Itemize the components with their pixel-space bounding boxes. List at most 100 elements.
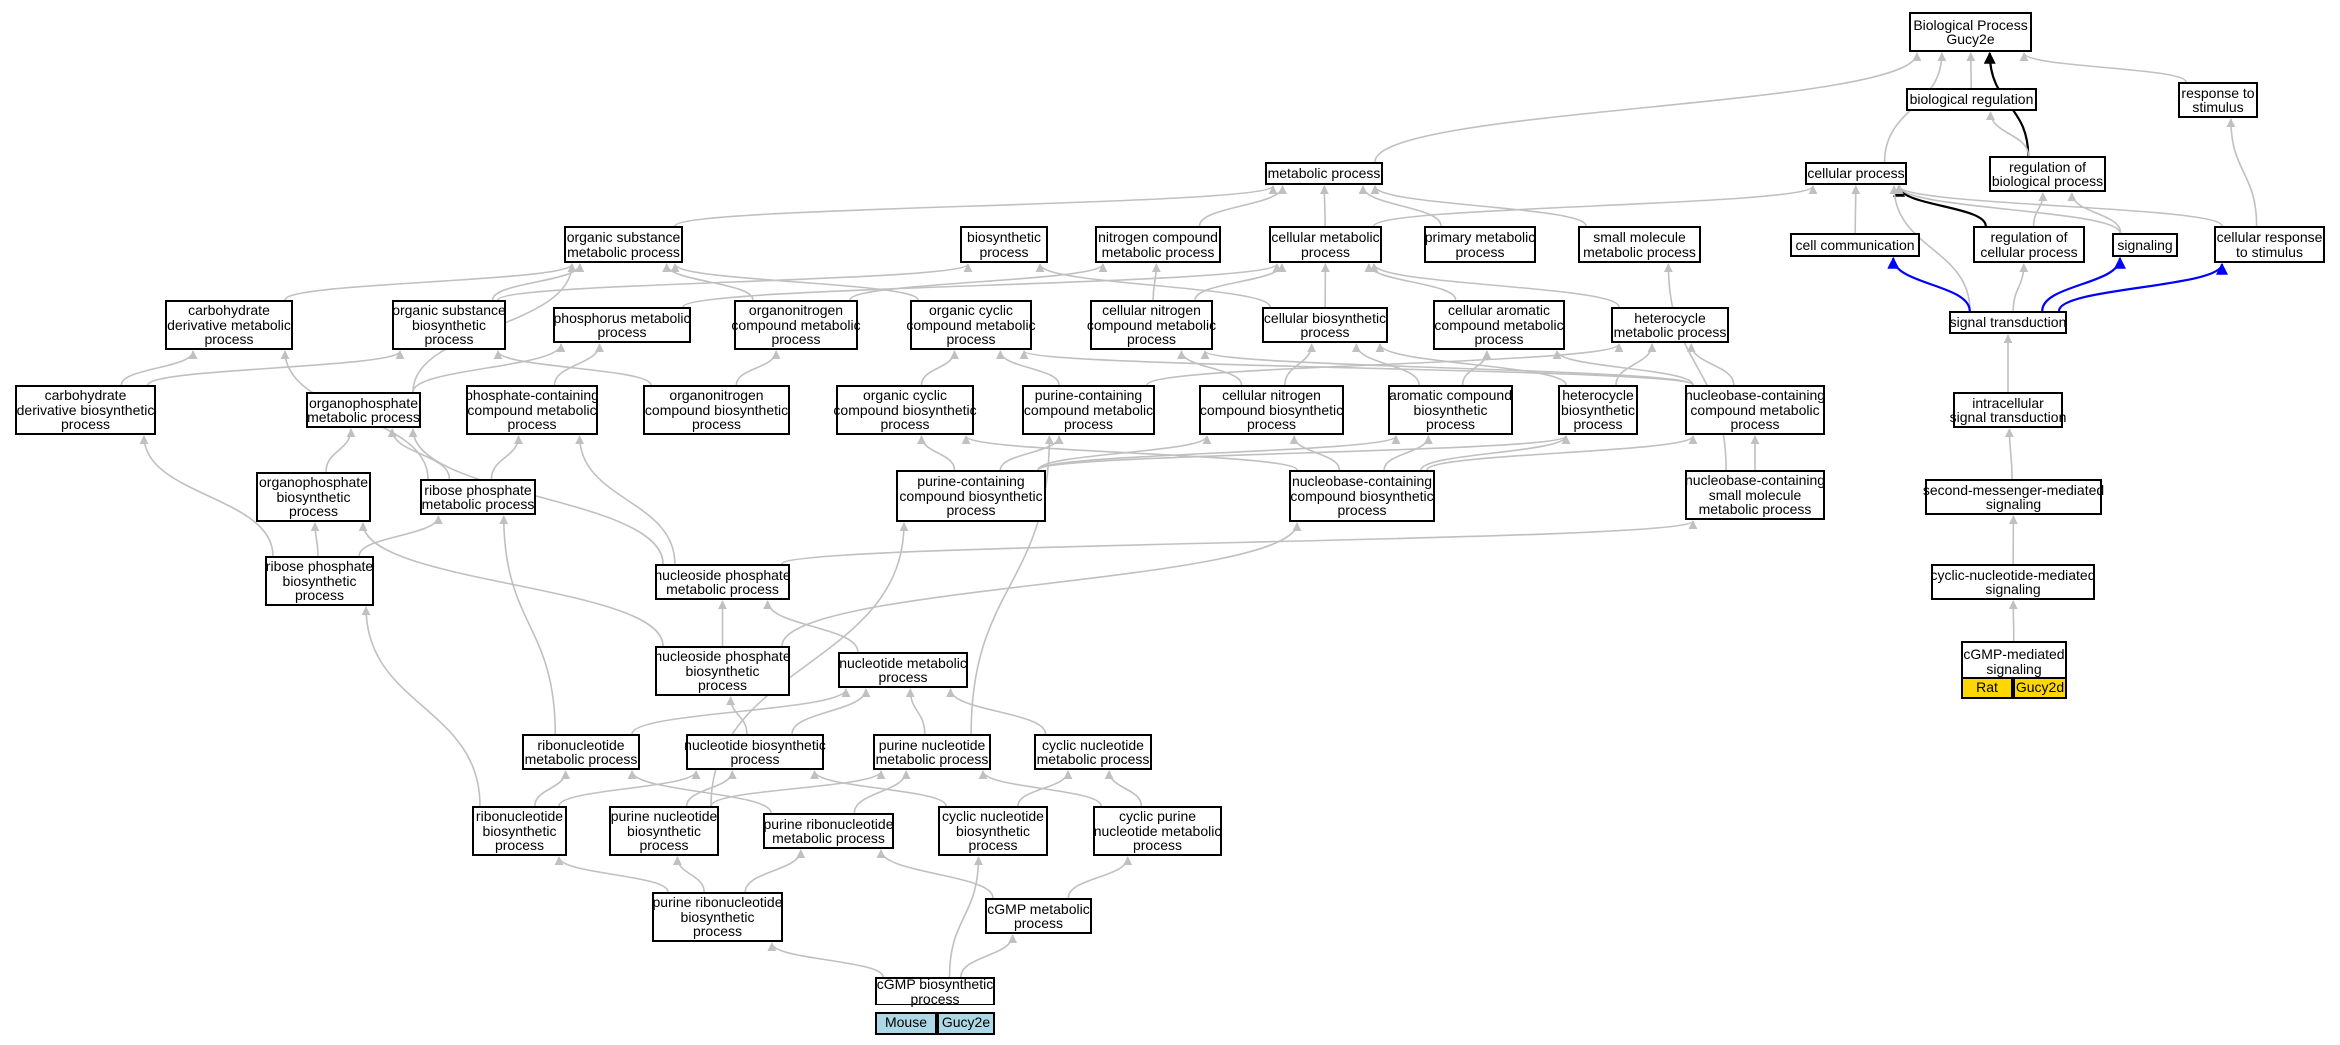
go-term-label-line: process: [424, 331, 474, 348]
edge-cgmpbio-to-cgmpmet: [960, 934, 1018, 978]
edge-phoscontmet-to-phosmet: [553, 343, 604, 386]
edge-nucphosbio-to-nbcontbio: [781, 522, 1302, 647]
go-term-label-line: cellular metabolic: [1271, 229, 1380, 245]
go-term-cellcomm[interactable]: cell communication: [1790, 233, 1920, 257]
edge-cgmpsig-to-cycnucsig: [2008, 600, 2018, 642]
go-term-label-line: metabolic process: [1583, 243, 1696, 260]
go-term-label-line: metabolic process: [1036, 751, 1150, 767]
go-term-metab[interactable]: metabolic process: [1265, 162, 1383, 185]
go-term-sigtrans[interactable]: signal transduction: [1949, 311, 2067, 334]
edge-sigtrans-to-cellproc: [1889, 185, 1971, 312]
go-term-label-line: biosynthetic: [967, 229, 1041, 245]
edge-purnucbio-to-purnucmet: [710, 770, 886, 807]
go-term-label-line: process: [730, 751, 780, 767]
edge-ribphosbio-to-orgphosbio: [310, 522, 320, 557]
go-term-label-line: compound biosynthetic: [833, 401, 977, 418]
go-term-label-line: aromatic compound: [1389, 387, 1512, 404]
go-term-label-line: metabolic process: [567, 243, 680, 260]
edge-purcontbio-to-purcontmet: [999, 435, 1064, 471]
edge-nbcontmet-to-orgcycmet: [1019, 350, 1694, 386]
go-term-bioreg[interactable]: biological regulation: [1906, 88, 2037, 111]
go-term-signaling[interactable]: signaling: [2112, 233, 2178, 257]
edge-arombio-to-cellaromet: [1461, 350, 1492, 386]
go-term-label-line: purine nucleotide: [878, 736, 986, 753]
go-term-label-line: cellular response: [2216, 229, 2323, 245]
go-term-label-line: stimulus: [2192, 99, 2244, 115]
edge-cgmpbio-to-cycnucbio: [948, 856, 983, 978]
go-term-label-line: compound metabolic: [1434, 316, 1564, 333]
edge-cellnitbio-to-cellbio: [1284, 343, 1317, 386]
go-term-label-line: signaling: [2117, 236, 2173, 253]
go-term-cellproc[interactable]: cellular process: [1805, 162, 1907, 185]
edge-nbcontbio-to-arombio: [1383, 435, 1433, 471]
go-term-label-line: carbohydrate: [44, 387, 127, 404]
go-term-label-line: Gucy2e: [1946, 31, 1995, 47]
edge-purcontbio-to-arombio: [1037, 435, 1401, 471]
edge-purcontmet-to-hetmet: [1146, 343, 1624, 386]
